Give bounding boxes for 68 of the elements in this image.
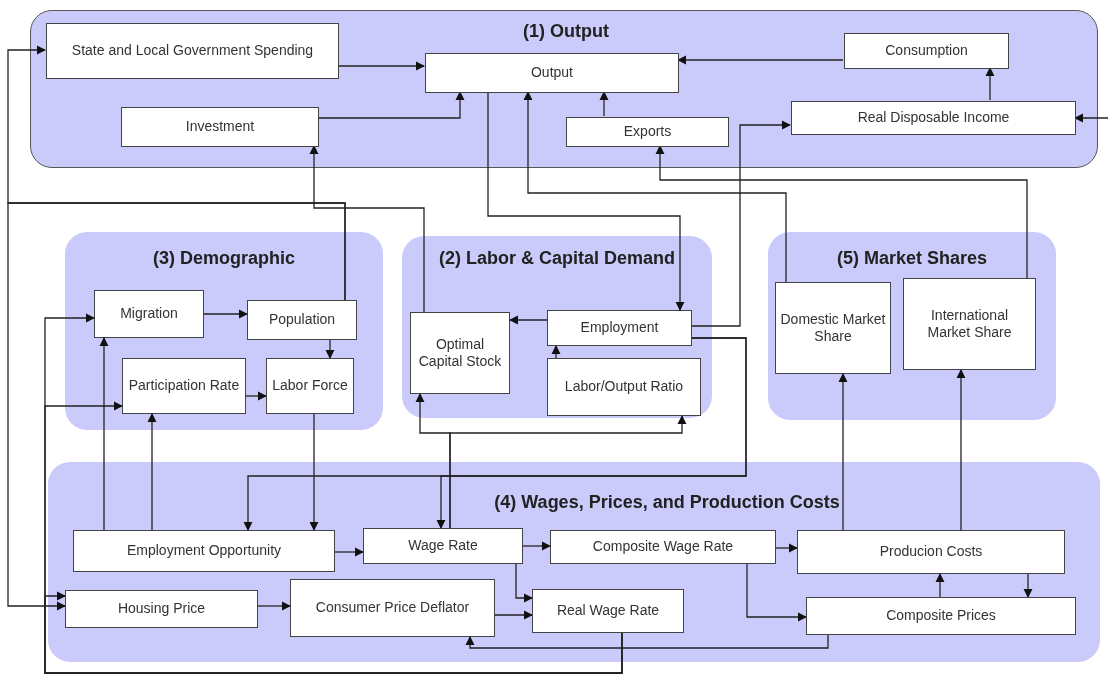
section-panel	[768, 232, 1056, 420]
arrow	[487, 91, 685, 311]
arrow	[775, 543, 798, 553]
arrow	[436, 337, 747, 529]
process-box: State and Local Government Spending	[46, 23, 339, 79]
arrow	[956, 369, 966, 531]
section-panel	[402, 236, 712, 418]
arrow	[334, 547, 364, 557]
arrow	[44, 401, 623, 674]
section-title: (4) Wages, Prices, and Production Costs	[493, 492, 841, 513]
arrow	[838, 373, 848, 531]
process-box: Exports	[566, 117, 729, 147]
arrow	[677, 55, 844, 65]
process-box: Consumer Price Deflator	[290, 579, 495, 637]
process-box: Housing Price	[65, 590, 258, 628]
section-panel	[65, 232, 383, 430]
process-box: Wage Rate	[363, 528, 523, 564]
process-box: Labor Force	[266, 358, 354, 414]
arrow	[317, 91, 465, 119]
arrow	[655, 145, 1028, 279]
arrow	[515, 563, 533, 603]
process-box: Population	[247, 300, 357, 340]
arrow	[523, 91, 787, 283]
arrow	[494, 610, 533, 620]
process-box: International Market Share	[903, 278, 1036, 370]
arrow	[465, 634, 829, 649]
process-box: Employment	[547, 310, 692, 346]
arrow	[309, 413, 319, 531]
arrow	[691, 120, 791, 327]
arrow	[599, 91, 609, 117]
process-box: Participation Rate	[122, 358, 246, 414]
arrow	[1023, 573, 1033, 598]
process-box: Migration	[94, 290, 204, 338]
arrow	[309, 145, 425, 313]
arrow	[147, 413, 157, 531]
arrow	[985, 67, 995, 101]
section-title: (1) Output	[522, 21, 610, 42]
process-box: Labor/Output Ratio	[547, 358, 701, 416]
arrow	[99, 337, 109, 531]
process-box: Composite Wage Rate	[550, 530, 776, 564]
arrow	[337, 61, 425, 71]
arrow	[551, 345, 561, 359]
arrow	[935, 573, 945, 598]
process-box: Real Wage Rate	[532, 589, 684, 633]
section-title: (2) Labor & Capital Demand	[438, 248, 676, 269]
process-box: Consumption	[844, 33, 1009, 69]
arrow	[7, 202, 346, 611]
section-panel	[30, 10, 1098, 168]
process-box: Producion Costs	[797, 530, 1065, 574]
process-box: Employment Opportunity	[73, 530, 335, 572]
process-box: Composite Prices	[806, 597, 1076, 635]
arrow	[746, 563, 807, 622]
arrow	[509, 315, 548, 325]
arrow	[449, 415, 687, 529]
arrow	[245, 391, 267, 401]
section-title: (5) Market Shares	[835, 248, 989, 269]
section-panel	[48, 462, 1100, 662]
process-box: Investment	[121, 107, 319, 147]
process-box: Optimal Capital Stock	[410, 312, 510, 394]
arrow	[522, 541, 551, 551]
arrow	[203, 309, 248, 319]
process-box: Domestic Market Share	[775, 282, 891, 374]
arrow	[325, 339, 335, 359]
section-title: (3) Demographic	[152, 248, 296, 269]
process-box: Real Disposable Income	[791, 101, 1076, 135]
arrow	[1074, 113, 1109, 123]
arrow	[257, 601, 291, 611]
process-box: Output	[425, 53, 679, 93]
